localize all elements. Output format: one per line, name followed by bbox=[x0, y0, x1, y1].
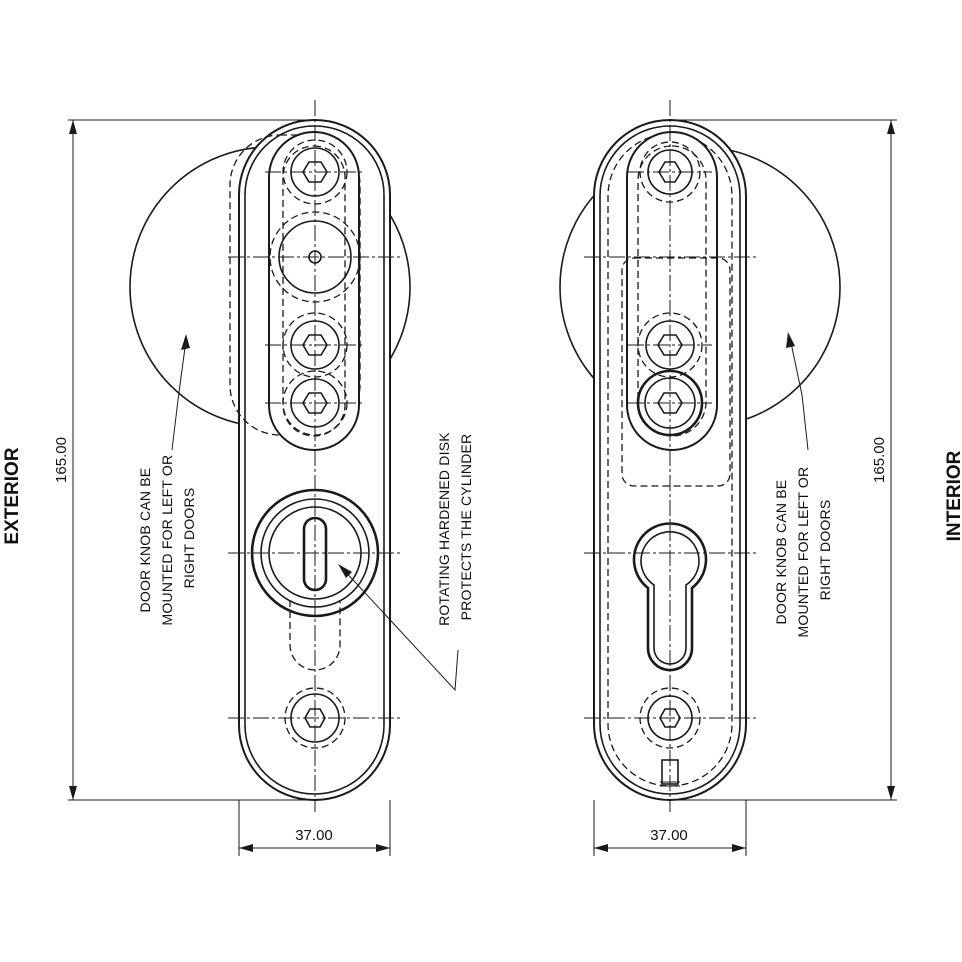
exterior-height-dimension: 165.00 bbox=[53, 437, 70, 483]
interior-knob-note-line-1: DOOR KNOB CAN BE bbox=[773, 480, 789, 625]
exterior-knob-note-line-3: RIGHT DOORS bbox=[181, 488, 197, 589]
interior-height-dimension: 165.00 bbox=[871, 437, 888, 483]
exterior-disk-note-line-1: ROTATING HARDENED DISK bbox=[436, 432, 452, 626]
interior-view bbox=[559, 100, 897, 856]
interior-hidden-body bbox=[621, 257, 731, 487]
interior-cylinder-cutout bbox=[632, 522, 708, 672]
exterior-view bbox=[68, 100, 459, 856]
interior-handle-cap bbox=[626, 131, 718, 451]
exterior-handle-cap bbox=[268, 131, 360, 451]
exterior-width-dimension: 37.00 bbox=[295, 827, 333, 844]
exterior-knob-note: DOOR KNOB CAN BE MOUNTED FOR LEFT OR RIG… bbox=[137, 451, 197, 626]
exterior-label: EXTERIOR bbox=[2, 447, 23, 544]
interior-knob-note-line-2: MOUNTED FOR LEFT OR bbox=[795, 467, 811, 638]
interior-label: INTERIOR bbox=[944, 450, 962, 541]
exterior-disk-note-line-2: PROTECTS THE CYLINDER bbox=[458, 434, 474, 621]
interior-knob-note-line-3: RIGHT DOORS bbox=[817, 500, 833, 601]
interior-width-dimension: 37.00 bbox=[650, 827, 688, 844]
exterior-hidden-cylinder bbox=[289, 600, 341, 671]
exterior-knob-note-line-2: MOUNTED FOR LEFT OR bbox=[159, 455, 175, 626]
interior-knob-note: DOOR KNOB CAN BE MOUNTED FOR LEFT OR RIG… bbox=[773, 463, 833, 638]
exterior-knob-note-line-1: DOOR KNOB CAN BE bbox=[137, 468, 153, 613]
exterior-disk-note: ROTATING HARDENED DISK PROTECTS THE CYLI… bbox=[436, 428, 474, 626]
